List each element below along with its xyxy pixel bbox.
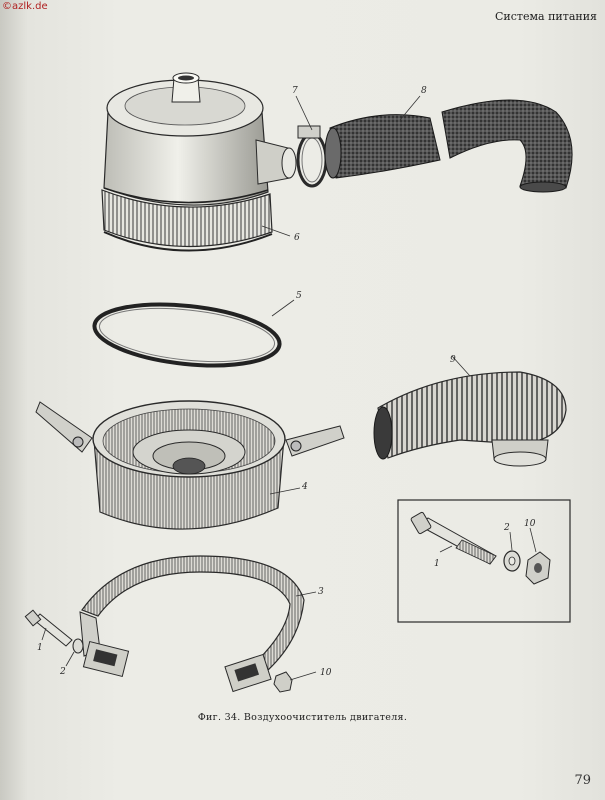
callout-1-inset: 1 bbox=[434, 559, 440, 569]
figure-caption: Фиг. 34. Воздухоочиститель двигателя. bbox=[197, 712, 408, 723]
rubber-hose bbox=[324, 99, 573, 193]
band-bolt bbox=[24, 609, 73, 647]
callout-2-inset: 2 bbox=[503, 523, 510, 533]
callout-2-band: 2 bbox=[59, 667, 66, 677]
callout-7: 7 bbox=[292, 86, 298, 96]
site-watermark: ©azlk.de bbox=[2, 1, 48, 12]
sealing-gasket bbox=[92, 302, 282, 368]
intake-elbow bbox=[373, 371, 567, 467]
hose-clamp bbox=[296, 125, 328, 188]
page-number: 79 bbox=[574, 773, 591, 788]
callout-1-band: 1 bbox=[37, 643, 43, 653]
air-cleaner-housing bbox=[101, 72, 297, 252]
callout-10-inset: 10 bbox=[524, 519, 536, 529]
band-washer bbox=[72, 638, 84, 654]
callout-5: 5 bbox=[296, 291, 302, 301]
band-nut bbox=[273, 671, 293, 693]
callout-9: 9 bbox=[450, 355, 456, 365]
callout-8: 8 bbox=[421, 86, 427, 96]
leader-lines bbox=[41, 95, 537, 681]
oil-bath-bowl bbox=[35, 400, 345, 530]
inset-nut bbox=[525, 551, 551, 585]
callout-6: 6 bbox=[294, 233, 300, 243]
running-head: Система питания bbox=[494, 10, 597, 23]
fastener-inset bbox=[397, 499, 571, 623]
inset-bolt bbox=[410, 511, 497, 565]
inset-washer bbox=[503, 550, 521, 572]
clamping-band bbox=[79, 555, 305, 693]
callout-4: 4 bbox=[301, 482, 308, 492]
callout-10-band: 10 bbox=[320, 668, 332, 678]
callout-3: 3 bbox=[318, 587, 324, 597]
callout-labels: 7 8 6 5 9 4 3 1 2 10 1 2 10 bbox=[37, 86, 536, 678]
